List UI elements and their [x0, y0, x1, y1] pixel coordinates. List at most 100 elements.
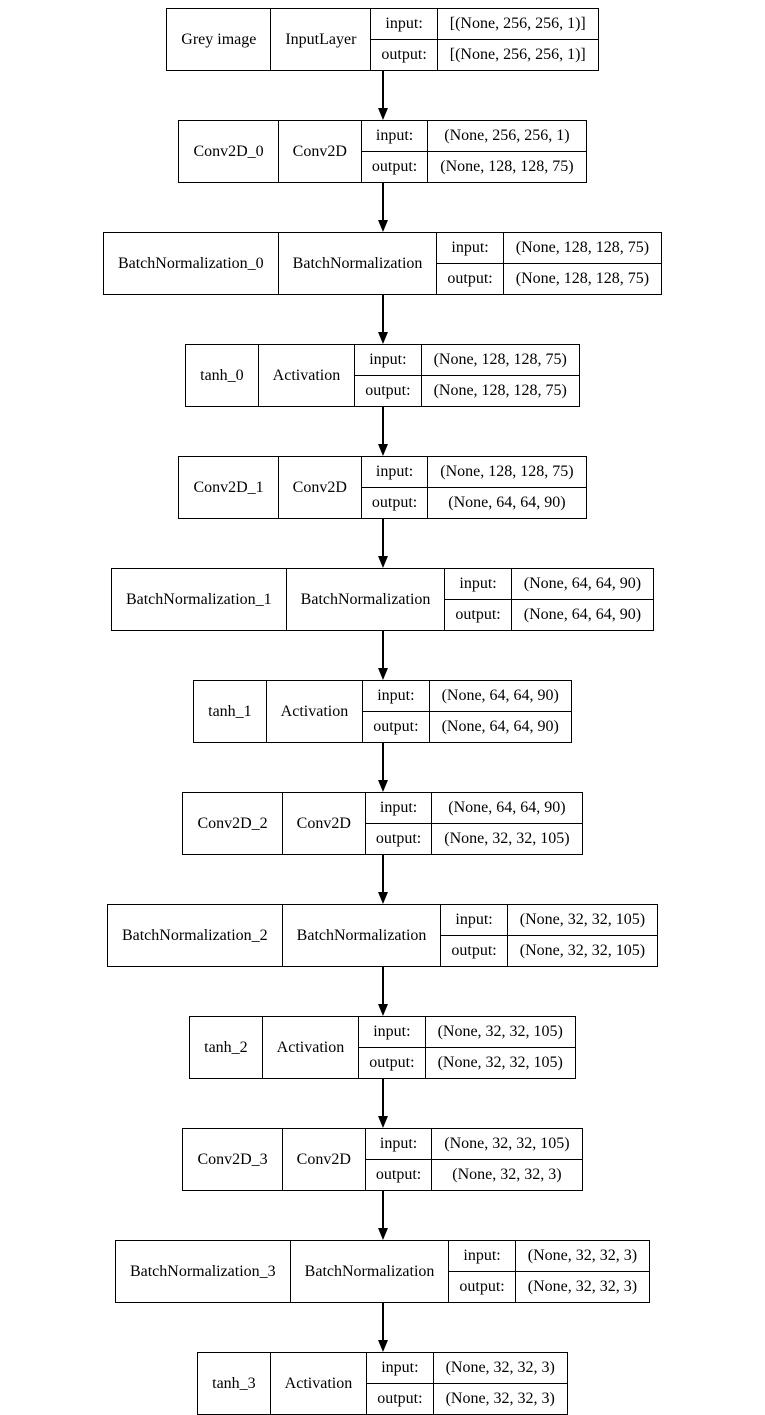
arrow-head-icon — [377, 108, 388, 120]
output-shape: (None, 128, 128, 75) — [433, 382, 567, 399]
layer-input-row: input: (None, 32, 32, 105) — [359, 1017, 575, 1048]
layer-name: Conv2D_0 — [179, 121, 279, 182]
layer-type: Conv2D — [283, 793, 366, 854]
output-shape: (None, 128, 128, 75) — [440, 158, 574, 175]
arrow-line — [381, 183, 384, 221]
input-shape: [(None, 256, 256, 1)] — [437, 9, 598, 40]
layer-type: Conv2D — [279, 457, 362, 518]
layer-type: Activation — [271, 1353, 368, 1414]
layer-name: tanh_3 — [198, 1353, 271, 1414]
layer-node: Conv2D_2 Conv2D input: (None, 64, 64, 90… — [182, 792, 583, 855]
input-label: input: — [365, 793, 433, 824]
layer-io-table: input: (None, 32, 32, 105) output: (None… — [441, 905, 658, 966]
arrow-line — [381, 295, 384, 333]
arrow-connector — [377, 967, 388, 1016]
input-label: input: — [441, 905, 508, 936]
layer-input-row: input: (None, 64, 64, 90) — [445, 569, 654, 600]
input-label: input: — [361, 121, 429, 152]
arrow-connector — [377, 519, 388, 568]
layer-name: Conv2D_3 — [183, 1129, 283, 1190]
input-label: input: — [449, 1241, 516, 1272]
input-label: input: — [367, 1353, 434, 1384]
layer-io-table: input: (None, 128, 128, 75) output: (Non… — [361, 457, 586, 518]
layer-output-row: output: (None, 32, 32, 3) — [367, 1383, 567, 1414]
input-label: input: — [363, 681, 430, 712]
output-label: output: — [371, 39, 438, 70]
arrow-connector — [377, 1303, 388, 1352]
input-shape: (None, 64, 64, 90) — [431, 793, 582, 824]
output-shape: (None, 64, 64, 90) — [441, 718, 559, 735]
input-shape: (None, 32, 32, 105) — [507, 905, 658, 936]
input-label: input: — [445, 569, 512, 600]
layer-type: BatchNormalization — [291, 1241, 450, 1302]
layer-node: tanh_3 Activation input: (None, 32, 32, … — [197, 1352, 568, 1415]
layer-name: BatchNormalization_2 — [108, 905, 283, 966]
arrow-head-icon — [377, 220, 388, 232]
input-shape: (None, 128, 128, 75) — [421, 345, 579, 376]
layer-node: BatchNormalization_0 BatchNormalization … — [102, 232, 663, 295]
output-label: output: — [365, 1159, 433, 1190]
layer-output-row: output: [(None, 256, 256, 1)] — [371, 39, 597, 70]
output-shape: (None, 32, 32, 105) — [437, 1054, 563, 1071]
layer-type: Activation — [263, 1017, 360, 1078]
layer-input-row: input: [(None, 256, 256, 1)] — [371, 9, 598, 40]
output-label: output: — [361, 151, 429, 182]
arrow-line — [381, 407, 384, 445]
output-label: output: — [367, 1383, 434, 1414]
input-label: input: — [371, 9, 438, 40]
layer-output-row: output: (None, 64, 64, 90) — [361, 487, 586, 518]
layer-io-table: input: (None, 32, 32, 3) output: (None, … — [449, 1241, 650, 1302]
layer-output-row: output: (None, 32, 32, 3) — [449, 1271, 649, 1302]
arrow-connector — [377, 183, 388, 232]
input-shape: (None, 32, 32, 105) — [425, 1017, 575, 1048]
layer-name: tanh_0 — [186, 345, 259, 406]
arrow-head-icon — [377, 444, 388, 456]
output-shape: (None, 64, 64, 90) — [448, 494, 566, 511]
arrow-line — [381, 1079, 384, 1117]
layer-type: BatchNormalization — [279, 233, 438, 294]
arrow-line — [381, 743, 384, 781]
layer-type: InputLayer — [271, 9, 372, 70]
layer-output-row: output: (None, 128, 128, 75) — [437, 263, 661, 294]
layer-io-table: input: (None, 64, 64, 90) output: (None,… — [365, 793, 582, 854]
layer-name: BatchNormalization_0 — [104, 233, 279, 294]
arrow-line — [381, 967, 384, 1005]
layer-type: Conv2D — [279, 121, 362, 182]
layer-output-row: output: (None, 128, 128, 75) — [355, 375, 579, 406]
layer-name: BatchNormalization_1 — [112, 569, 287, 630]
layer-io-table: input: (None, 128, 128, 75) output: (Non… — [355, 345, 579, 406]
arrow-head-icon — [377, 556, 388, 568]
arrow-line — [381, 1303, 384, 1341]
layer-input-row: input: (None, 64, 64, 90) — [363, 681, 571, 712]
layer-type: Activation — [267, 681, 364, 742]
output-shape: (None, 128, 128, 75) — [515, 270, 650, 287]
layer-node: Conv2D_3 Conv2D input: (None, 32, 32, 10… — [182, 1128, 583, 1191]
layer-io-table: input: (None, 128, 128, 75) output: (Non… — [437, 233, 662, 294]
layer-name: Conv2D_2 — [183, 793, 283, 854]
layer-input-row: input: (None, 128, 128, 75) — [355, 345, 579, 376]
input-shape: (None, 256, 256, 1) — [427, 121, 586, 152]
layer-output-row: output: (None, 32, 32, 105) — [441, 935, 657, 966]
arrow-head-icon — [377, 1340, 388, 1352]
arrow-head-icon — [377, 668, 388, 680]
layer-io-table: input: (None, 64, 64, 90) output: (None,… — [445, 569, 654, 630]
arrow-connector — [377, 855, 388, 904]
input-label: input: — [355, 345, 422, 376]
input-shape: (None, 128, 128, 75) — [427, 457, 586, 488]
layer-node: Conv2D_1 Conv2D input: (None, 128, 128, … — [178, 456, 587, 519]
output-shape: (None, 32, 32, 3) — [452, 1166, 562, 1183]
output-shape: (None, 32, 32, 3) — [527, 1278, 638, 1295]
output-label: output: — [361, 487, 429, 518]
arrow-connector — [377, 71, 388, 120]
arrow-head-icon — [377, 892, 388, 904]
layer-input-row: input: (None, 32, 32, 3) — [367, 1353, 567, 1384]
output-shape: (None, 32, 32, 105) — [519, 942, 646, 959]
arrow-connector — [377, 1191, 388, 1240]
layer-type: BatchNormalization — [283, 905, 442, 966]
layer-output-row: output: (None, 32, 32, 105) — [359, 1047, 575, 1078]
output-shape: (None, 32, 32, 105) — [444, 830, 570, 847]
layer-output-row: output: (None, 64, 64, 90) — [445, 599, 653, 630]
input-label: input: — [365, 1129, 433, 1160]
layer-io-table: input: (None, 32, 32, 105) output: (None… — [365, 1129, 582, 1190]
